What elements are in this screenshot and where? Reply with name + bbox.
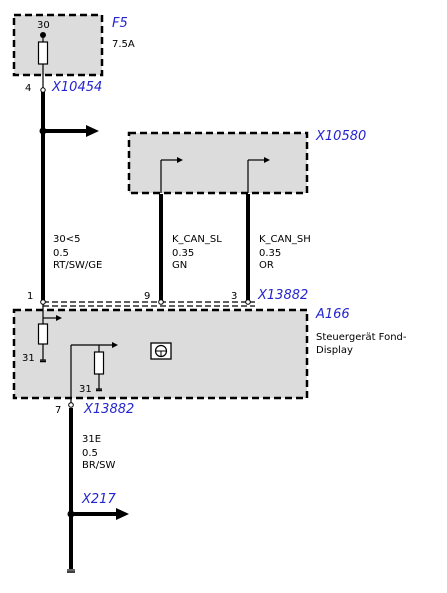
- pin-7-terminal: [68, 402, 74, 408]
- pin-1-terminal: [40, 299, 46, 305]
- can-low-label-2: 0.35: [172, 248, 194, 259]
- can-module-box: [127, 131, 309, 195]
- fuse-pin-number: 4: [25, 83, 31, 94]
- can-low-label-1: K_CAN_SL: [172, 234, 222, 245]
- can-module-connector[interactable]: X10580: [315, 129, 366, 144]
- control-unit-connector-top[interactable]: X13882: [257, 288, 308, 303]
- control-unit-name[interactable]: A166: [315, 307, 350, 322]
- fuse-pin-terminal: [40, 87, 46, 93]
- fuse-icon: [37, 32, 49, 90]
- ground-symbol-icon: [40, 359, 46, 363]
- ground-wire-label-3: BR/SW: [82, 460, 116, 471]
- can-low-label-3: GN: [172, 260, 187, 271]
- control-unit-connector-bottom[interactable]: X13882: [83, 402, 134, 417]
- internal-supply-arrow-icon: [42, 304, 62, 321]
- ground-continuation-arrow-icon[interactable]: [67, 508, 130, 520]
- control-unit-desc-1: Steuergerät Fond-: [316, 332, 407, 343]
- pin-7-number: 7: [55, 405, 61, 416]
- can-high-label-1: K_CAN_SH: [259, 234, 311, 245]
- pin-1-number: 1: [27, 291, 33, 302]
- supply-wire-label-2: 0.5: [53, 248, 69, 259]
- can-high-label-2: 0.35: [259, 248, 281, 259]
- ground-wire-label-1: 31E: [82, 434, 101, 445]
- ground-splice-connector[interactable]: X217: [81, 492, 116, 507]
- pin-9-terminal: [158, 299, 164, 305]
- ground-label-inner: 31: [79, 384, 92, 395]
- supply-wire-label-3: RT/SW/GE: [53, 260, 102, 271]
- can-low-signal-arrow-icon: [160, 157, 183, 193]
- ground-wire-label-2: 0.5: [82, 448, 98, 459]
- internal-resistor-left-icon: [37, 318, 49, 360]
- fuse-box: [12, 13, 104, 77]
- pin-3-number: 3: [231, 291, 237, 302]
- splice-continuation-arrow-icon[interactable]: [39, 125, 100, 137]
- pin-3-terminal: [245, 299, 251, 305]
- ground-label-left: 31: [22, 353, 35, 364]
- chassis-ground-icon: [67, 569, 75, 573]
- fuse-rating: 7.5A: [112, 39, 135, 50]
- pin-9-number: 9: [144, 291, 150, 302]
- can-high-signal-arrow-icon: [247, 157, 270, 193]
- control-unit-desc-2: Display: [316, 345, 353, 356]
- fuse-terminal-label: 30: [37, 20, 50, 31]
- can-high-label-3: OR: [259, 260, 274, 271]
- internal-ground-path: [70, 342, 118, 405]
- fuse-name[interactable]: F5: [112, 16, 128, 31]
- supply-wire-label-1: 30<5: [53, 234, 80, 245]
- fuse-connector[interactable]: X10454: [51, 80, 102, 95]
- steering-wheel-display-icon: [150, 342, 172, 360]
